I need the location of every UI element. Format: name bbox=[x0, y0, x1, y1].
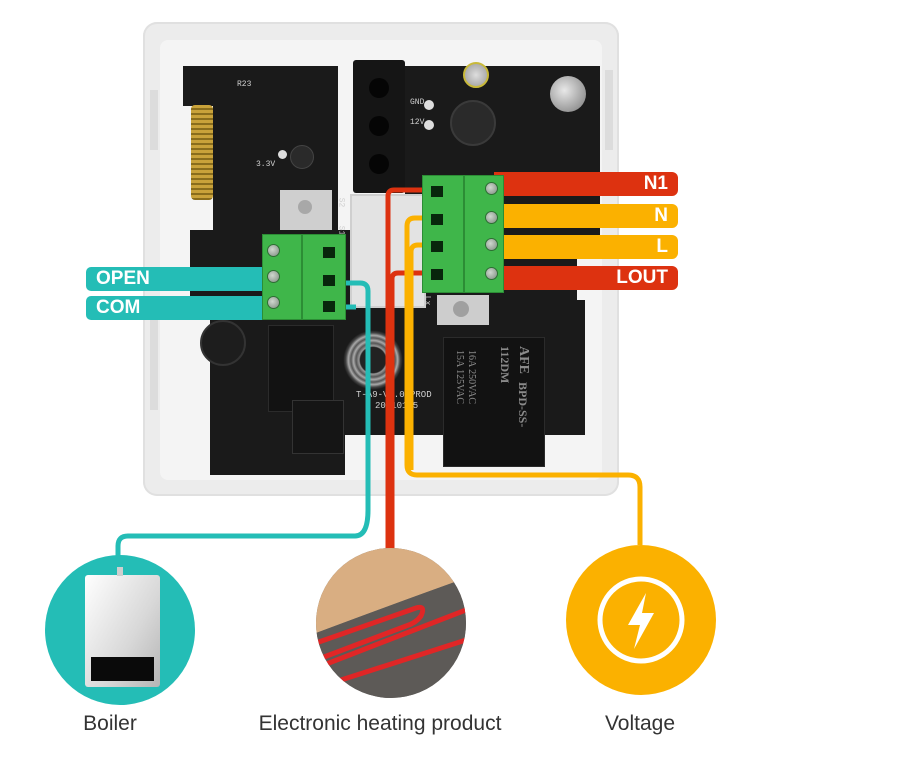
pcb-marking: 3.3V bbox=[256, 160, 276, 169]
relay-right: AFE BPD-SS-112DM 16A 250VAC 15A 125VAC bbox=[443, 337, 545, 467]
terminal-label-lout: LOUT bbox=[494, 266, 678, 290]
test-point-12v bbox=[424, 120, 434, 130]
test-point-3v3 bbox=[278, 150, 287, 159]
test-point-gnd bbox=[424, 100, 434, 110]
device-boiler bbox=[45, 555, 195, 705]
terminal-screw-n1[interactable] bbox=[485, 182, 498, 195]
terminal-screw-open[interactable] bbox=[267, 270, 280, 283]
wire-open bbox=[115, 280, 371, 560]
screw-head bbox=[298, 200, 312, 214]
terminal-screw-lout[interactable] bbox=[485, 267, 498, 280]
terminal-label-text: N bbox=[654, 205, 668, 226]
heating-cable bbox=[316, 604, 426, 663]
metal-plate-lx bbox=[437, 295, 489, 325]
terminal-label-com: COM bbox=[86, 296, 266, 320]
heating-cable bbox=[316, 607, 466, 671]
boiler-pipe bbox=[117, 567, 123, 576]
antenna-coil bbox=[191, 105, 213, 200]
wire-l bbox=[408, 242, 437, 470]
terminal-screw-l[interactable] bbox=[485, 238, 498, 251]
terminal-block-right bbox=[422, 175, 504, 293]
lightning-bolt-icon bbox=[597, 576, 685, 664]
device-caption-voltage: Voltage bbox=[604, 712, 676, 735]
relay-model: BPD-SS-112DM bbox=[498, 346, 530, 428]
relay-brand: AFE bbox=[516, 346, 531, 374]
boiler-display bbox=[91, 657, 154, 681]
pcb-marking: R23 bbox=[237, 80, 252, 89]
terminal-screw-n[interactable] bbox=[485, 211, 498, 224]
pcb-marking: 12V bbox=[410, 118, 425, 127]
metal-plate bbox=[280, 190, 332, 230]
pcb-marking: GND bbox=[410, 98, 425, 107]
terminal-block-left bbox=[262, 234, 346, 320]
wood-floor-board bbox=[316, 548, 466, 633]
relay-rating: 16A 250VAC bbox=[466, 350, 477, 404]
terminal-label-text: COM bbox=[96, 297, 141, 318]
terminal-label-open: OPEN bbox=[86, 267, 266, 291]
inductor-l2 bbox=[290, 145, 314, 169]
terminal-label-n1: N1 bbox=[494, 172, 678, 196]
wire-lout bbox=[389, 270, 437, 560]
foam-hole bbox=[369, 154, 389, 174]
terminal-label-text: N1 bbox=[643, 173, 668, 194]
wire-n bbox=[404, 215, 643, 545]
buzzer bbox=[200, 320, 246, 366]
boiler-icon bbox=[85, 575, 160, 687]
housing-rib bbox=[150, 90, 158, 150]
housing-rib bbox=[605, 70, 613, 150]
inductor-l1 bbox=[450, 100, 496, 146]
foam-hole bbox=[369, 116, 389, 136]
device-voltage bbox=[566, 545, 716, 695]
terminal-label-text: OPEN bbox=[96, 268, 150, 289]
terminal-port-n1[interactable] bbox=[431, 186, 443, 197]
foam-block bbox=[353, 60, 405, 193]
underfloor-heating-photo bbox=[316, 548, 466, 698]
board-date-text: 20010105 bbox=[375, 401, 419, 411]
terminal-port-open[interactable] bbox=[323, 275, 335, 286]
screw-head bbox=[453, 301, 469, 317]
wire-n1 bbox=[385, 187, 437, 560]
terminal-label-n: N bbox=[494, 204, 678, 228]
terminal-port-lout[interactable] bbox=[431, 269, 443, 280]
terminal-port-l[interactable] bbox=[431, 241, 443, 252]
housing-rib bbox=[150, 320, 158, 410]
terminal-label-text: L bbox=[656, 236, 668, 257]
ic-chip bbox=[292, 400, 344, 454]
relay-left bbox=[268, 325, 334, 412]
foam-hole bbox=[369, 78, 389, 98]
terminal-port[interactable] bbox=[323, 247, 335, 258]
small-capacitor bbox=[463, 62, 489, 88]
terminal-port-com[interactable] bbox=[323, 301, 335, 312]
electrolytic-capacitor bbox=[550, 76, 586, 112]
terminal-screw-com[interactable] bbox=[267, 296, 280, 309]
terminal-screw[interactable] bbox=[267, 244, 280, 257]
relay-rating: 15A 125VAC bbox=[454, 350, 465, 404]
terminal-label-text: LOUT bbox=[616, 267, 668, 288]
terminal-port-n[interactable] bbox=[431, 214, 443, 225]
device-caption-heating: Electronic heating product bbox=[258, 712, 502, 735]
terminal-label-l: L bbox=[494, 235, 678, 259]
device-heating-product bbox=[316, 548, 466, 698]
device-caption-boiler: Boiler bbox=[83, 712, 137, 735]
